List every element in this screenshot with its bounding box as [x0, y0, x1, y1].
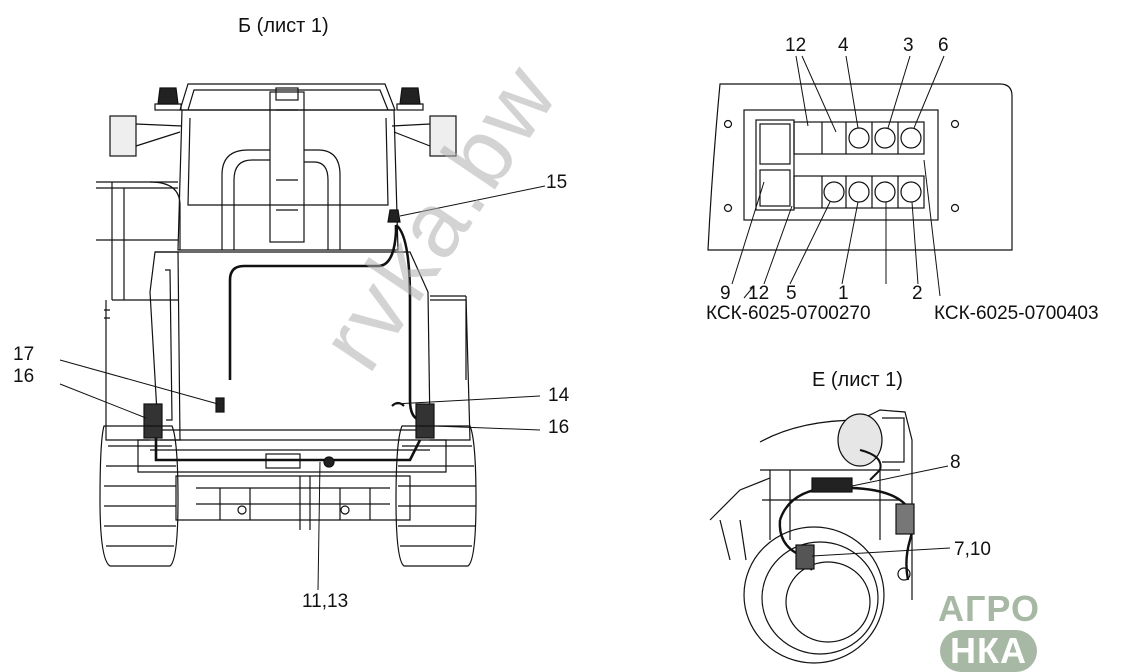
view-e-detail	[709, 409, 915, 664]
callout-5: 5	[786, 283, 797, 304]
callout-2: 2	[912, 283, 923, 304]
callout-16-right: 16	[548, 417, 570, 438]
panel-leaders	[731, 55, 945, 299]
logo-right-text: НКА	[940, 630, 1037, 672]
callout-11-13: 11,13	[302, 591, 349, 612]
combine-rear-view	[96, 83, 477, 567]
view-e-title: Е (лист 1)	[812, 369, 903, 391]
callout-1: 1	[838, 283, 849, 304]
part-number-0700403: КСК-6025-0700403	[934, 303, 1099, 324]
callout-15: 15	[546, 172, 568, 193]
callout-12-bottom: 12	[748, 283, 770, 304]
callout-14: 14	[548, 385, 570, 406]
callout-3: 3	[903, 35, 914, 56]
callout-16-left: 16	[13, 366, 35, 387]
callout-7-10: 7,10	[954, 539, 991, 560]
part-number-0700270: КСК-6025-0700270	[706, 303, 871, 324]
logo-left-text: АГРО	[938, 588, 1040, 629]
callout-17: 17	[13, 344, 35, 365]
callout-9: 9	[720, 283, 731, 304]
view-e-leaders	[811, 465, 951, 557]
callout-4: 4	[838, 35, 849, 56]
agronka-logo: АГРОНКА	[938, 588, 1124, 672]
callout-12-top: 12	[785, 35, 807, 56]
callout-8: 8	[950, 452, 961, 473]
callout-6: 6	[938, 35, 949, 56]
view-b-title: Б (лист 1)	[238, 15, 329, 37]
relay-panel-view	[707, 83, 1013, 251]
view-b-leaders	[59, 185, 546, 591]
